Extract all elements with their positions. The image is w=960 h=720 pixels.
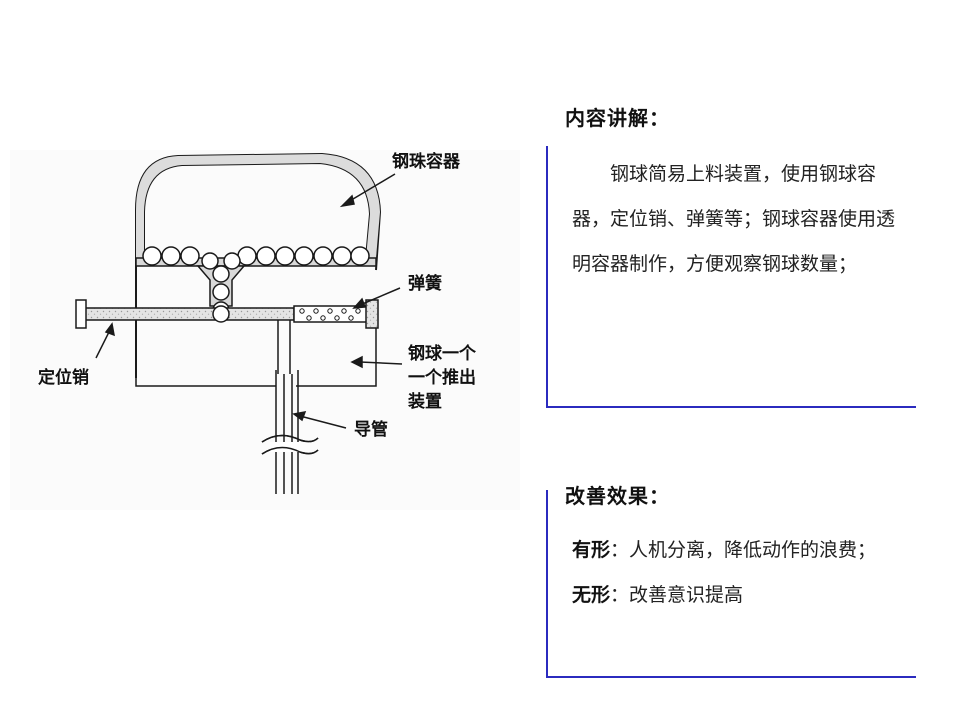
feeder-diagram: 钢珠容器 弹簧 定位销 钢球一个 一个推出 装置 导管 [0,130,540,520]
tangible-effect: 有形：人机分离，降低动作的浪费； [572,528,910,573]
content-panel: 钢球简易上料装置，使用钢球容器，定位销、弹簧等；钢球容器使用透明容器制作，方便观… [546,146,916,408]
effect-body: 有形：人机分离，降低动作的浪费； 无形：改善意识提高 [572,528,910,618]
label-ball-container: 钢珠容器 [392,152,460,172]
intangible-text: ：改善意识提高 [610,584,744,606]
steel-balls-row [142,246,370,266]
content-section-title: 内容讲解： [565,106,670,130]
content-body-text: 钢球简易上料装置，使用钢球容器，定位销、弹簧等；钢球容器使用透明容器制作，方便观… [572,163,896,275]
label-spring: 弹簧 [408,274,442,294]
stem [277,320,291,374]
spring-coils [299,308,361,321]
label-pusher-device: 钢球一个 一个推出 装置 [408,342,476,414]
container-wall-fill [136,154,380,258]
effect-panel: 有形：人机分离，降低动作的浪费； 无形：改善意识提高 [546,490,916,678]
scan-background [10,150,520,510]
leader-arrows [95,173,403,429]
tangible-text: ：人机分离，降低动作的浪费； [610,539,877,561]
label-pusher-line3: 装置 [408,392,442,412]
content-body: 钢球简易上料装置，使用钢球容器，定位销、弹簧等；钢球容器使用透明容器制作，方便观… [572,152,910,287]
label-pusher-line2: 一个推出 [408,368,476,388]
label-pusher-line1: 钢球一个 [408,344,476,364]
ball-in-bar [212,305,230,323]
housing-box [135,322,377,387]
tangible-label: 有形 [572,539,611,561]
effect-section-title: 改善效果： [565,484,670,508]
label-locating-pin: 定位销 [38,368,89,388]
intangible-effect: 无形：改善意识提高 [572,573,910,618]
intangible-label: 无形 [572,584,611,606]
label-guide-tube: 导管 [354,420,388,440]
